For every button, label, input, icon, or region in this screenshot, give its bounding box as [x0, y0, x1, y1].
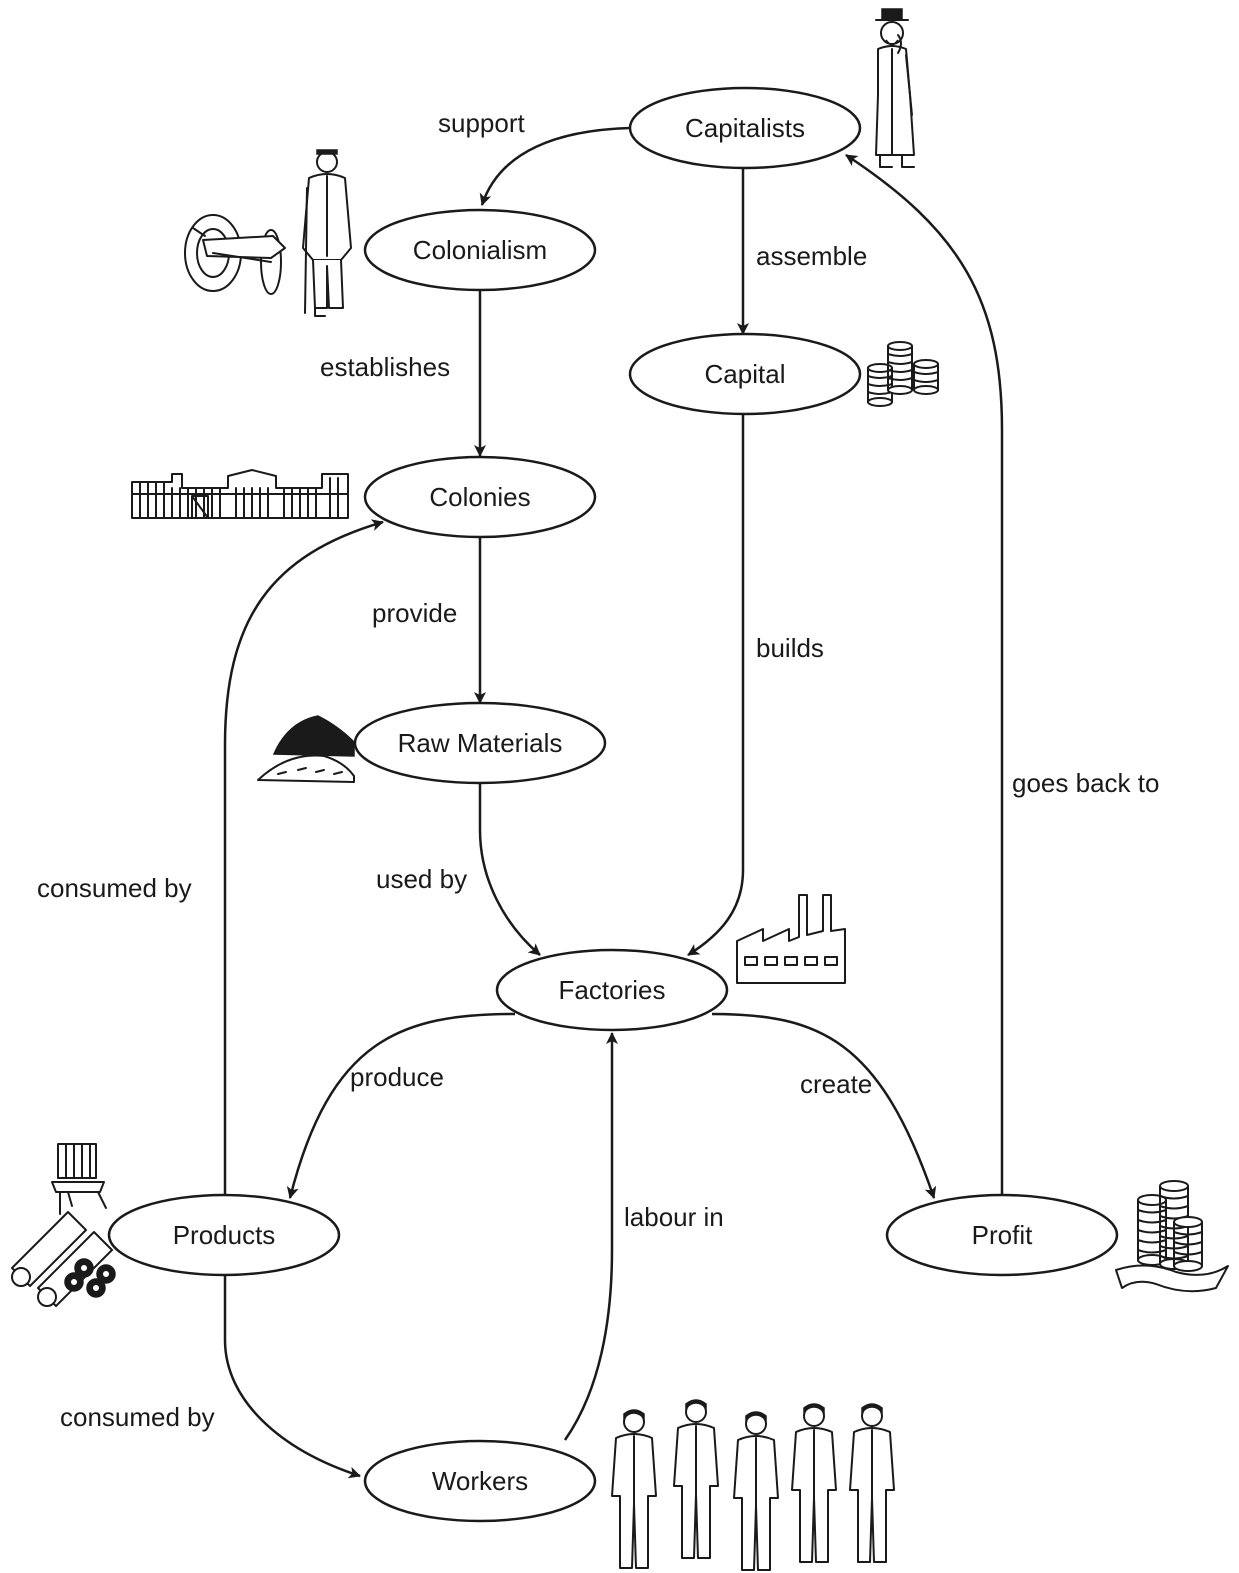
coins-banknotes-icon: [1115, 1180, 1229, 1293]
node-label: Profit: [972, 1220, 1033, 1250]
chair-rolls-icon: [11, 1143, 116, 1307]
node-products: Products: [107, 1193, 341, 1277]
node-profit: Profit: [885, 1193, 1119, 1277]
label-create: create: [800, 1069, 872, 1099]
coin-stacks-icon: [867, 341, 939, 407]
label-used-by: used by: [376, 864, 467, 894]
node-label: Workers: [432, 1466, 528, 1496]
node-label: Products: [173, 1220, 276, 1250]
edge-capitalists-colonialism: [479, 126, 631, 206]
node-workers: Workers: [363, 1439, 597, 1523]
edges: [223, 126, 1004, 1479]
edge-raw-materials-factories: [478, 784, 541, 956]
node-raw-materials: Raw Materials: [353, 701, 607, 785]
node-label: Colonialism: [413, 235, 547, 265]
edge-workers-factories: [563, 1032, 618, 1441]
node-colonies: Colonies: [363, 455, 597, 539]
fort-icon: [131, 469, 349, 519]
node-label: Capitalists: [685, 113, 805, 143]
edge-factories-profit: [711, 1012, 937, 1199]
label-assemble: assemble: [756, 241, 867, 271]
node-factories: Factories: [495, 948, 729, 1032]
node-label: Colonies: [429, 482, 530, 512]
label-consumed-by-workers: consumed by: [60, 1402, 215, 1432]
node-capitalists: Capitalists: [628, 86, 862, 170]
label-builds: builds: [756, 633, 824, 663]
nodes: Capitalists Colonialism Capital Colonies…: [107, 86, 1119, 1523]
label-produce: produce: [350, 1062, 444, 1092]
node-label: Raw Materials: [398, 728, 563, 758]
edge-profit-capitalists: [845, 153, 1004, 1195]
label-goes-back-to: goes back to: [1012, 768, 1159, 798]
capitalist-man-icon: [875, 8, 915, 168]
factory-icon: [736, 894, 846, 984]
edge-products-workers: [223, 1275, 361, 1479]
edge-factories-products: [286, 1012, 516, 1199]
label-establishes: establishes: [320, 352, 450, 382]
node-capital: Capital: [628, 332, 862, 416]
workers-group-icon: [611, 1399, 895, 1571]
label-labour-in: labour in: [624, 1202, 724, 1232]
node-colonialism: Colonialism: [363, 208, 597, 292]
edge-products-colonies: [223, 519, 384, 1195]
label-support: support: [438, 108, 525, 138]
label-provide: provide: [372, 598, 457, 628]
ore-pile-icon: [257, 715, 355, 783]
edge-labels: support assemble establishes provide bui…: [37, 108, 1159, 1432]
node-label: Factories: [559, 975, 666, 1005]
edge-capital-factories: [687, 414, 745, 957]
node-label: Capital: [705, 359, 786, 389]
soldier-cannon-icon: [184, 149, 352, 317]
label-consumed-by-colonies: consumed by: [37, 873, 192, 903]
